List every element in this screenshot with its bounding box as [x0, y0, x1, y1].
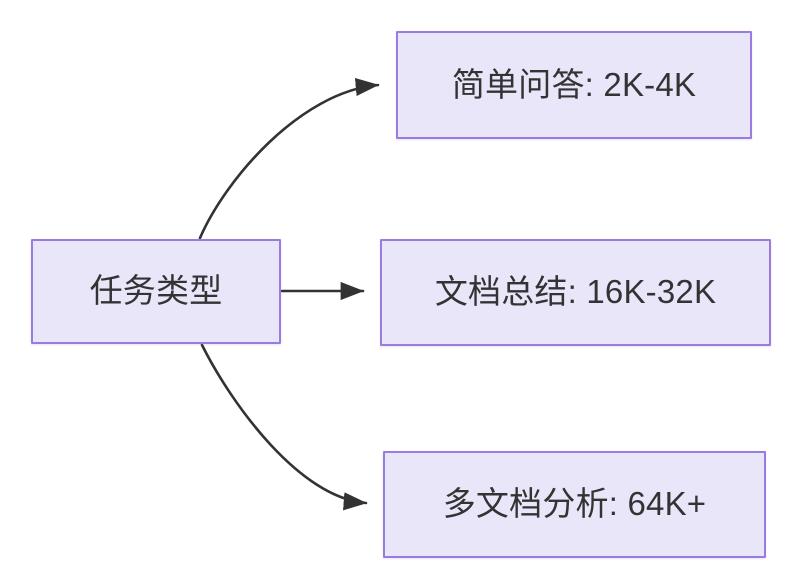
- node-label: 任务类型: [89, 272, 223, 310]
- node-document-summary[interactable]: 文档总结: 16K-32K: [380, 239, 771, 346]
- edge-root-to-simple: [198, 77, 380, 240]
- node-label: 多文档分析: 64K+: [442, 485, 707, 523]
- node-simple-qa[interactable]: 简单问答: 2K-4K: [396, 31, 752, 139]
- node-label: 文档总结: 16K-32K: [434, 273, 717, 311]
- node-task-type[interactable]: 任务类型: [31, 239, 281, 344]
- edge-root-to-multi: [200, 343, 368, 511]
- node-multi-document-analysis[interactable]: 多文档分析: 64K+: [383, 451, 766, 558]
- node-label: 简单问答: 2K-4K: [451, 65, 697, 103]
